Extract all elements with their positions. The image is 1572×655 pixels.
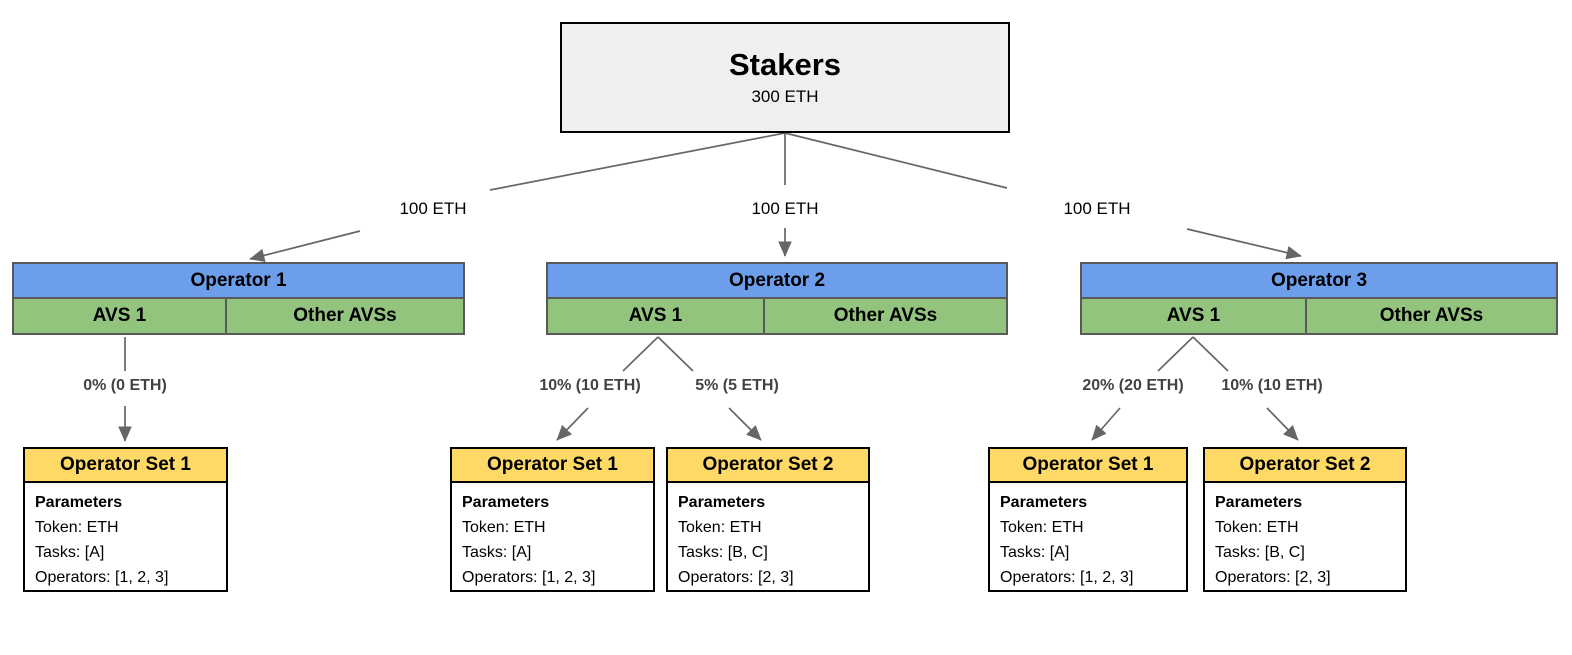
arrow-op2-set2 xyxy=(728,407,762,441)
op3-set2-title: Operator Set 2 xyxy=(1203,447,1407,483)
allocation-label-op2-set1: 10% (10 ETH) xyxy=(539,377,641,394)
param-token: Token: ETH xyxy=(1215,519,1299,536)
stakers-amount: 300 ETH xyxy=(751,87,819,107)
operator2-node: Operator 2 AVS 1 Other AVSs xyxy=(546,262,1008,335)
allocation-label-op2-set2: 5% (5 ETH) xyxy=(695,377,779,394)
operator1-avs1-cell: AVS 1 xyxy=(12,297,227,335)
operator2-other-avs-cell: Other AVSs xyxy=(765,297,1008,335)
op3-set1-parameters: Parameters Token: ETH Tasks: [A] Operato… xyxy=(988,481,1188,592)
arrow-op3-set2 xyxy=(1266,407,1299,441)
param-token: Token: ETH xyxy=(35,519,119,536)
connector-op2-branch-right xyxy=(657,336,694,372)
op1-set1-parameters: Parameters Token: ETH Tasks: [A] Operato… xyxy=(23,481,228,592)
op1-set1-title: Operator Set 1 xyxy=(23,447,228,483)
param-tasks: Tasks: [A] xyxy=(1000,544,1070,561)
connector-stakers-left xyxy=(489,132,786,191)
param-token: Token: ETH xyxy=(678,519,762,536)
param-token: Token: ETH xyxy=(462,519,546,536)
param-tasks: Tasks: [A] xyxy=(35,544,105,561)
connector-op3-branch-right xyxy=(1192,336,1229,372)
operator3-node: Operator 3 AVS 1 Other AVSs xyxy=(1080,262,1558,335)
param-tasks: Tasks: [A] xyxy=(462,544,532,561)
arrow-op2-set1 xyxy=(556,407,589,441)
op2-set2-title: Operator Set 2 xyxy=(666,447,870,483)
operator1-other-avs-cell: Other AVSs xyxy=(227,297,465,335)
op2-operator-set2-node: Operator Set 2 Parameters Token: ETH Tas… xyxy=(666,447,870,592)
op3-operator-set1-node: Operator Set 1 Parameters Token: ETH Tas… xyxy=(988,447,1188,592)
parameters-heading: Parameters xyxy=(1215,494,1303,511)
op3-operator-set2-node: Operator Set 2 Parameters Token: ETH Tas… xyxy=(1203,447,1407,592)
op3-set1-title: Operator Set 1 xyxy=(988,447,1188,483)
param-operators: Operators: [2, 3] xyxy=(678,569,794,586)
operator1-avs-row: AVS 1 Other AVSs xyxy=(12,297,465,335)
arrow-op3-set1 xyxy=(1091,407,1121,441)
delegation-label-operator3: 100 ETH xyxy=(1063,199,1131,218)
param-token: Token: ETH xyxy=(1000,519,1084,536)
operator1-node: Operator 1 AVS 1 Other AVSs xyxy=(12,262,465,335)
connector-op2-branch-left xyxy=(622,336,659,372)
operator2-header: Operator 2 xyxy=(546,262,1008,299)
op1-operator-set1-node: Operator Set 1 Parameters Token: ETH Tas… xyxy=(23,447,228,592)
op2-set1-title: Operator Set 1 xyxy=(450,447,655,483)
delegation-label-operator2: 100 ETH xyxy=(751,199,819,218)
param-operators: Operators: [2, 3] xyxy=(1215,569,1331,586)
op2-operator-set1-node: Operator Set 1 Parameters Token: ETH Tas… xyxy=(450,447,655,592)
param-operators: Operators: [1, 2, 3] xyxy=(1000,569,1134,586)
operator3-header: Operator 3 xyxy=(1080,262,1558,299)
allocation-label-op3-set2: 10% (10 ETH) xyxy=(1221,377,1323,394)
arrow-to-operator3 xyxy=(1186,228,1302,260)
operator2-avs1-cell: AVS 1 xyxy=(546,297,765,335)
op2-set1-parameters: Parameters Token: ETH Tasks: [A] Operato… xyxy=(450,481,655,592)
operator2-avs-row: AVS 1 Other AVSs xyxy=(546,297,1008,335)
parameters-heading: Parameters xyxy=(678,494,766,511)
operator3-other-avs-cell: Other AVSs xyxy=(1307,297,1558,335)
operator1-header: Operator 1 xyxy=(12,262,465,299)
param-operators: Operators: [1, 2, 3] xyxy=(462,569,596,586)
stakers-node: Stakers 300 ETH xyxy=(560,22,1010,133)
operator3-avs1-cell: AVS 1 xyxy=(1080,297,1307,335)
connector-op3-branch-left xyxy=(1157,336,1194,372)
parameters-heading: Parameters xyxy=(1000,494,1088,511)
parameters-heading: Parameters xyxy=(462,494,550,511)
op3-set2-parameters: Parameters Token: ETH Tasks: [B, C] Oper… xyxy=(1203,481,1407,592)
op2-set2-parameters: Parameters Token: ETH Tasks: [B, C] Oper… xyxy=(666,481,870,592)
parameters-heading: Parameters xyxy=(35,494,123,511)
param-tasks: Tasks: [B, C] xyxy=(678,544,768,561)
allocation-label-op1-set1: 0% (0 ETH) xyxy=(83,377,167,394)
param-tasks: Tasks: [B, C] xyxy=(1215,544,1305,561)
stakers-title: Stakers xyxy=(728,46,842,82)
allocation-label-op3-set1: 20% (20 ETH) xyxy=(1082,377,1184,394)
param-operators: Operators: [1, 2, 3] xyxy=(35,569,169,586)
delegation-label-operator1: 100 ETH xyxy=(399,199,467,218)
arrow-to-operator1 xyxy=(249,230,361,263)
connector-stakers-right xyxy=(784,132,1008,189)
operator3-avs-row: AVS 1 Other AVSs xyxy=(1080,297,1558,335)
